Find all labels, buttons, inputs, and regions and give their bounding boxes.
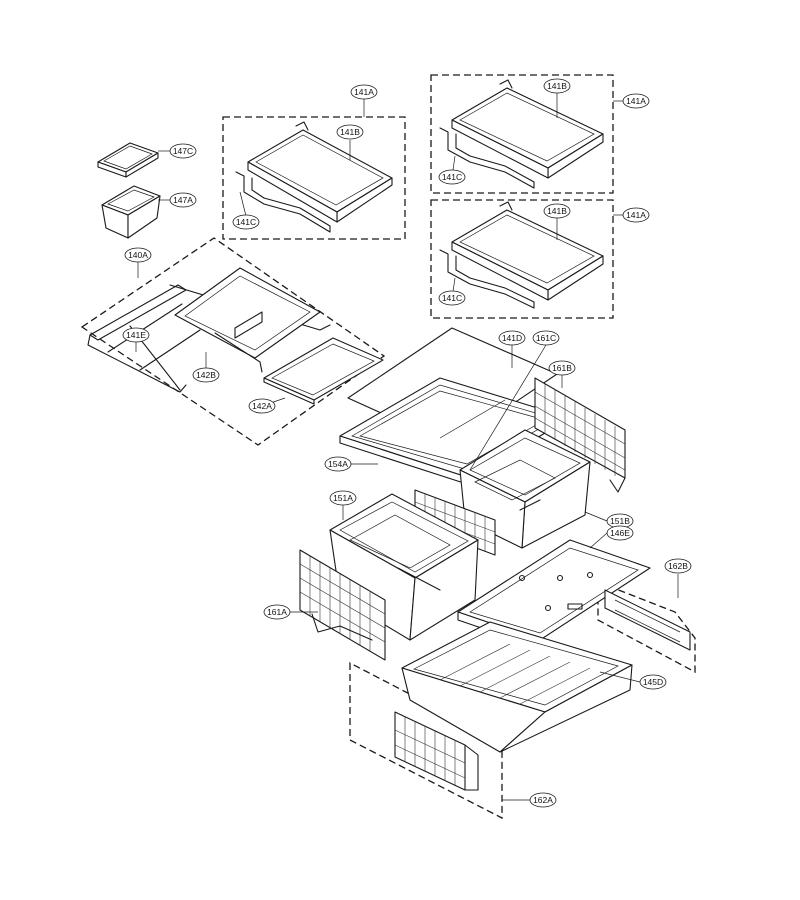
pantry-frame-140A (87, 267, 384, 405)
callout-label: 141C (442, 172, 462, 182)
callout-label: 161A (267, 607, 287, 617)
callout-label: 140A (128, 250, 148, 260)
callout-141B-top-right: 141B (543, 78, 571, 94)
callout-142A: 142A (248, 398, 276, 414)
callout-label: 141B (547, 81, 567, 91)
callout-162A: 162A (529, 792, 557, 808)
callout-141B-mid-right: 141B (543, 203, 571, 219)
callout-label: 141C (236, 217, 256, 227)
callout-label: 141C (442, 293, 462, 303)
callout-140A: 140A (124, 247, 152, 263)
callout-label: 151A (333, 493, 353, 503)
callout-label: 162A (533, 795, 553, 805)
callout-161A: 161A (263, 604, 291, 620)
callout-label: 141B (547, 206, 567, 216)
shield-box-162B (597, 581, 696, 674)
shelf-assembly-top-right (439, 79, 604, 189)
callout-label: 141A (626, 96, 646, 106)
door-bin-cover-147C (97, 142, 159, 178)
callout-label: 161C (536, 333, 556, 343)
callout-label: 162B (668, 561, 688, 571)
callout-151A: 151A (329, 490, 357, 506)
leader-lines (135, 93, 679, 801)
side-rail-162B (604, 589, 691, 651)
callout-label: 142B (196, 370, 216, 380)
callout-label: 151B (610, 516, 630, 526)
shelf-assembly-mid-right (439, 201, 604, 309)
callout-147A: 147A (169, 192, 197, 208)
crisper-drawer-151A (329, 493, 479, 641)
callout-141D: 141D (498, 330, 526, 346)
front-rail-162A (394, 711, 479, 791)
callout-label: 145D (643, 677, 663, 687)
callout-141E: 141E (122, 327, 150, 343)
callout-141A-left: 141A (350, 84, 378, 100)
door-bin-147A (101, 185, 161, 239)
callout-161C: 161C (532, 330, 560, 346)
shield-box-141A-mid-right (430, 199, 614, 319)
callout-145D: 145D (639, 674, 667, 690)
callout-label: 141D (502, 333, 522, 343)
callout-label: 154A (328, 459, 348, 469)
callout-label: 141E (126, 330, 146, 340)
callout-label: 147A (173, 195, 193, 205)
callout-141C-top-right: 141C (438, 169, 466, 185)
shelf-assembly-left (235, 121, 393, 233)
callout-161B: 161B (548, 360, 576, 376)
bottom-tray-145D (401, 621, 633, 753)
callout-label: 141B (340, 127, 360, 137)
callout-162B: 162B (664, 558, 692, 574)
shield-box-141A-left (222, 116, 406, 240)
callout-141C-left: 141C (232, 214, 260, 230)
callout-label: 146E (610, 528, 630, 538)
shield-box-141A-top-right (430, 74, 614, 194)
callout-142B: 142B (192, 367, 220, 383)
side-divider-161A (299, 549, 386, 661)
callout-label: 147C (173, 146, 193, 156)
callout-141C-mid-right: 141C (438, 290, 466, 306)
shield-box-140A (80, 237, 386, 446)
callout-154A: 154A (324, 456, 352, 472)
callout-141A-mid-right: 141A (622, 207, 650, 223)
callout-141B-left: 141B (336, 124, 364, 140)
callout-141A-top-right: 141A (622, 93, 650, 109)
callout-label: 161B (552, 363, 572, 373)
callout-label: 142A (252, 401, 272, 411)
callout-147C: 147C (169, 143, 197, 159)
side-divider-161B (534, 377, 626, 493)
callout-146E: 146E (606, 525, 634, 541)
callout-label: 141A (626, 210, 646, 220)
callout-label: 141A (354, 87, 374, 97)
crisper-drawer-151B (459, 429, 591, 549)
